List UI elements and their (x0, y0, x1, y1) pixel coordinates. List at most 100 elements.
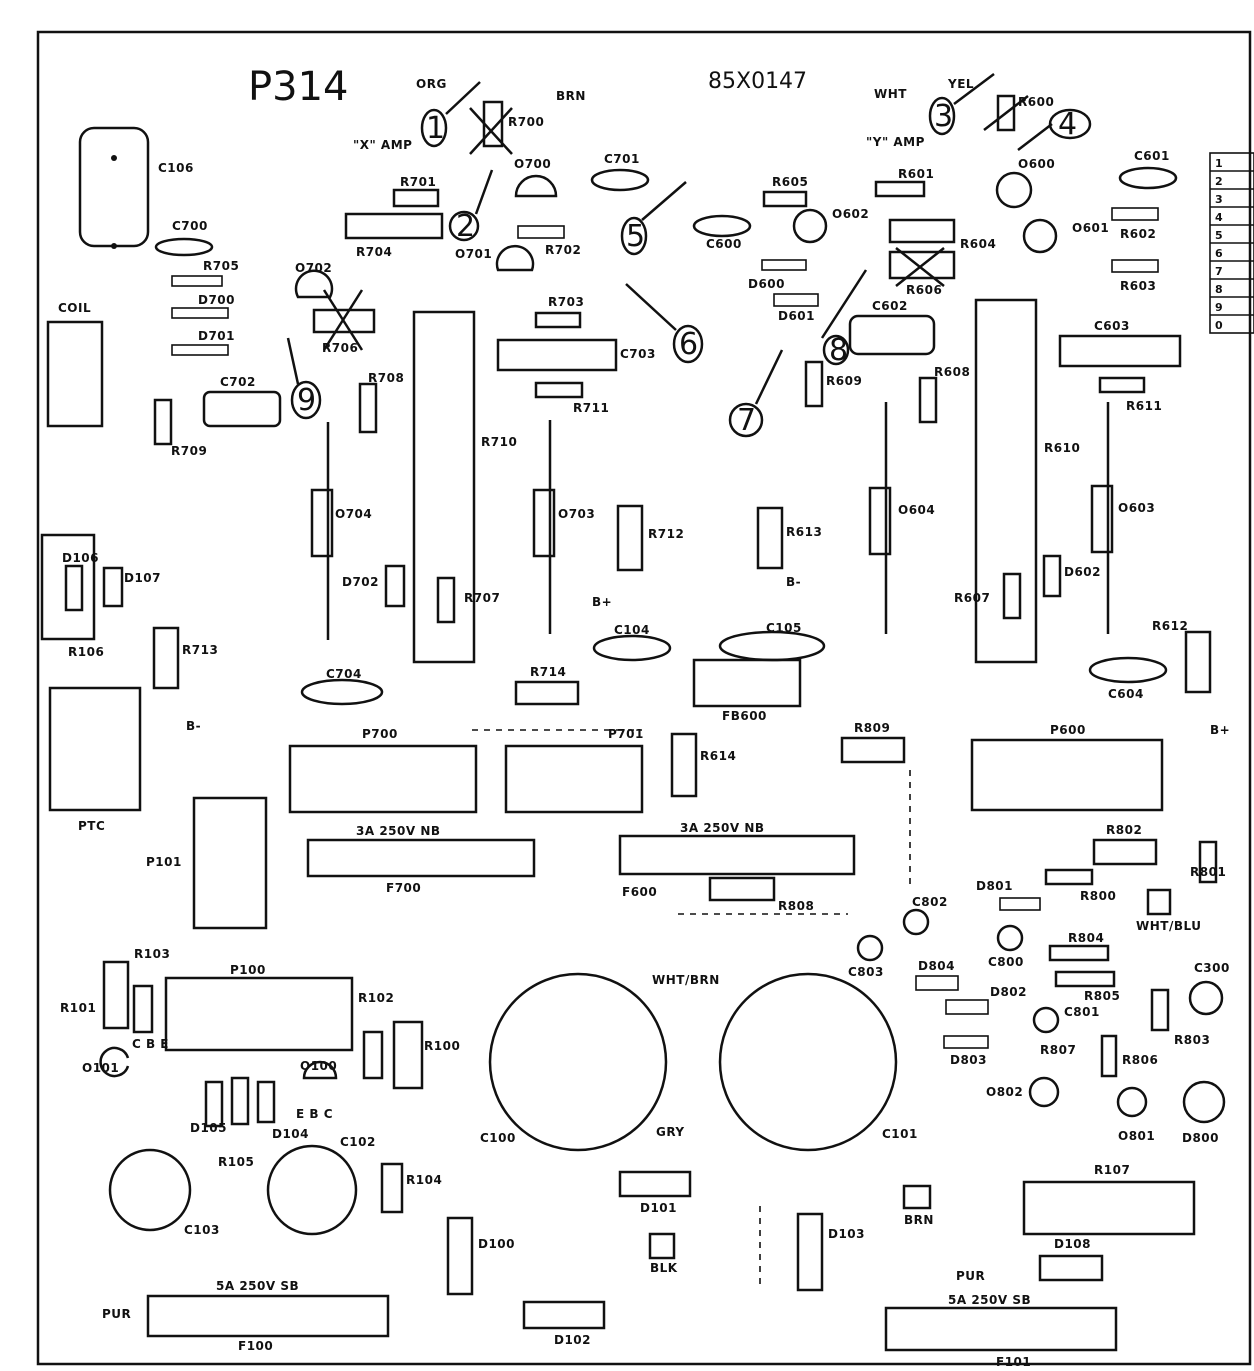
diode-d100 (446, 1216, 474, 1296)
resistor-r600 (996, 94, 1016, 132)
pad-wht-blu (1146, 888, 1172, 916)
label-o100-pins: E B C (296, 1107, 333, 1121)
label-c704: C704 (326, 667, 362, 681)
diode-d105 (204, 1080, 224, 1128)
callout-number: 6 (679, 327, 698, 362)
label-bplus-2: B+ (1210, 723, 1230, 737)
resistor-r804 (1048, 944, 1110, 962)
label-c803: C803 (848, 965, 884, 979)
side-number-strip: 1 2 3 4 5 6 7 8 9 0 (1209, 152, 1254, 334)
label-d601: D601 (778, 309, 815, 323)
capacitor-c704 (300, 678, 384, 706)
diode-d106 (64, 564, 84, 612)
resistor-r809 (840, 736, 906, 764)
strip-num: 3 (1215, 193, 1223, 206)
label-r713: R713 (182, 643, 218, 657)
label-r802: R802 (1106, 823, 1142, 837)
label-r604: R604 (960, 237, 996, 251)
resistor-r702 (517, 225, 565, 239)
resistor-r802 (1092, 838, 1158, 866)
label-r614: R614 (700, 749, 736, 763)
label-c802: C802 (912, 895, 948, 909)
label-c703: C703 (620, 347, 656, 361)
connector-p700 (288, 744, 478, 814)
label-r700: R700 (508, 115, 544, 129)
transistor-o700 (514, 174, 558, 198)
label-c105: C105 (766, 621, 802, 635)
resistor-r105 (230, 1076, 250, 1126)
diode-d108 (1038, 1254, 1104, 1282)
connector-p101 (192, 796, 268, 930)
label-r612: R612 (1152, 619, 1188, 633)
label-o703: O703 (558, 507, 595, 521)
capacitor-c700 (154, 237, 214, 257)
label-r608: R608 (934, 365, 970, 379)
transistor-o802 (1028, 1076, 1060, 1108)
label-c701: C701 (604, 152, 640, 166)
label-d701: D701 (198, 329, 235, 343)
label-r805: R805 (1084, 989, 1120, 1003)
label-pur-left: PUR (102, 1307, 131, 1321)
resistor-r602 (1111, 207, 1159, 221)
label-d702: D702 (342, 575, 379, 589)
capacitor-c602 (848, 314, 936, 356)
pad-brn (902, 1184, 932, 1210)
label-r714: R714 (530, 665, 566, 679)
label-d700: D700 (198, 293, 235, 307)
label-f700: F700 (386, 881, 421, 895)
label-r609: R609 (826, 374, 862, 388)
label-c800: C800 (988, 955, 1024, 969)
label-c700: C700 (172, 219, 208, 233)
label-r801: R801 (1190, 865, 1226, 879)
label-fuse-f700-rating: 3A 250V NB (356, 824, 441, 838)
capacitor-c104 (592, 634, 672, 662)
coil (46, 320, 104, 428)
diode-d804 (915, 975, 959, 991)
label-d100: D100 (478, 1237, 515, 1251)
callout-8: 8 (820, 269, 868, 368)
resistor-r106 (40, 533, 96, 641)
capacitor-c604 (1088, 656, 1168, 684)
label-r606: R606 (906, 283, 942, 297)
capacitor-c106 (78, 126, 150, 248)
label-o801: O801 (1118, 1129, 1155, 1143)
diode-d107 (102, 566, 124, 608)
callout-1: 1 (420, 81, 481, 148)
label-o100: O100 (300, 1059, 337, 1073)
label-o702: O702 (295, 261, 332, 275)
label-r610: R610 (1044, 441, 1080, 455)
strip-num: 7 (1215, 265, 1223, 278)
label-d107: D107 (124, 571, 161, 585)
resistor-r707 (436, 576, 456, 624)
label-d803: D803 (950, 1053, 987, 1067)
label-o700: O700 (514, 157, 551, 171)
callout-number: 9 (297, 383, 316, 418)
capacitor-c702 (202, 390, 282, 428)
label-r704: R704 (356, 245, 392, 259)
resistor-r614 (670, 732, 698, 798)
label-c602: C602 (872, 299, 908, 313)
label-r605: R605 (772, 175, 808, 189)
label-d106: D106 (62, 551, 99, 565)
label-org: ORG (416, 77, 447, 91)
label-fuse-f100-rating: 5A 250V SB (216, 1279, 299, 1293)
transistor-o601 (1022, 218, 1058, 254)
label-wht-brn: WHT/BRN (652, 973, 720, 987)
resistor-r805 (1054, 970, 1116, 988)
label-r607: R607 (954, 591, 990, 605)
connector-p100 (164, 976, 354, 1052)
label-p600: P600 (1050, 723, 1086, 737)
label-r807: R807 (1040, 1043, 1076, 1057)
strip-num: 0 (1215, 319, 1223, 332)
resistor-r706 (312, 308, 376, 334)
board-outline (36, 30, 1252, 1366)
label-r800: R800 (1080, 889, 1116, 903)
label-o604: O604 (898, 503, 935, 517)
transistor-o603 (1090, 484, 1114, 554)
label-o601: O601 (1072, 221, 1109, 235)
label-o101-pins: C B E (132, 1037, 169, 1051)
label-d101: D101 (640, 1201, 677, 1215)
label-p100: P100 (230, 963, 266, 977)
resistor-r808 (708, 876, 776, 902)
